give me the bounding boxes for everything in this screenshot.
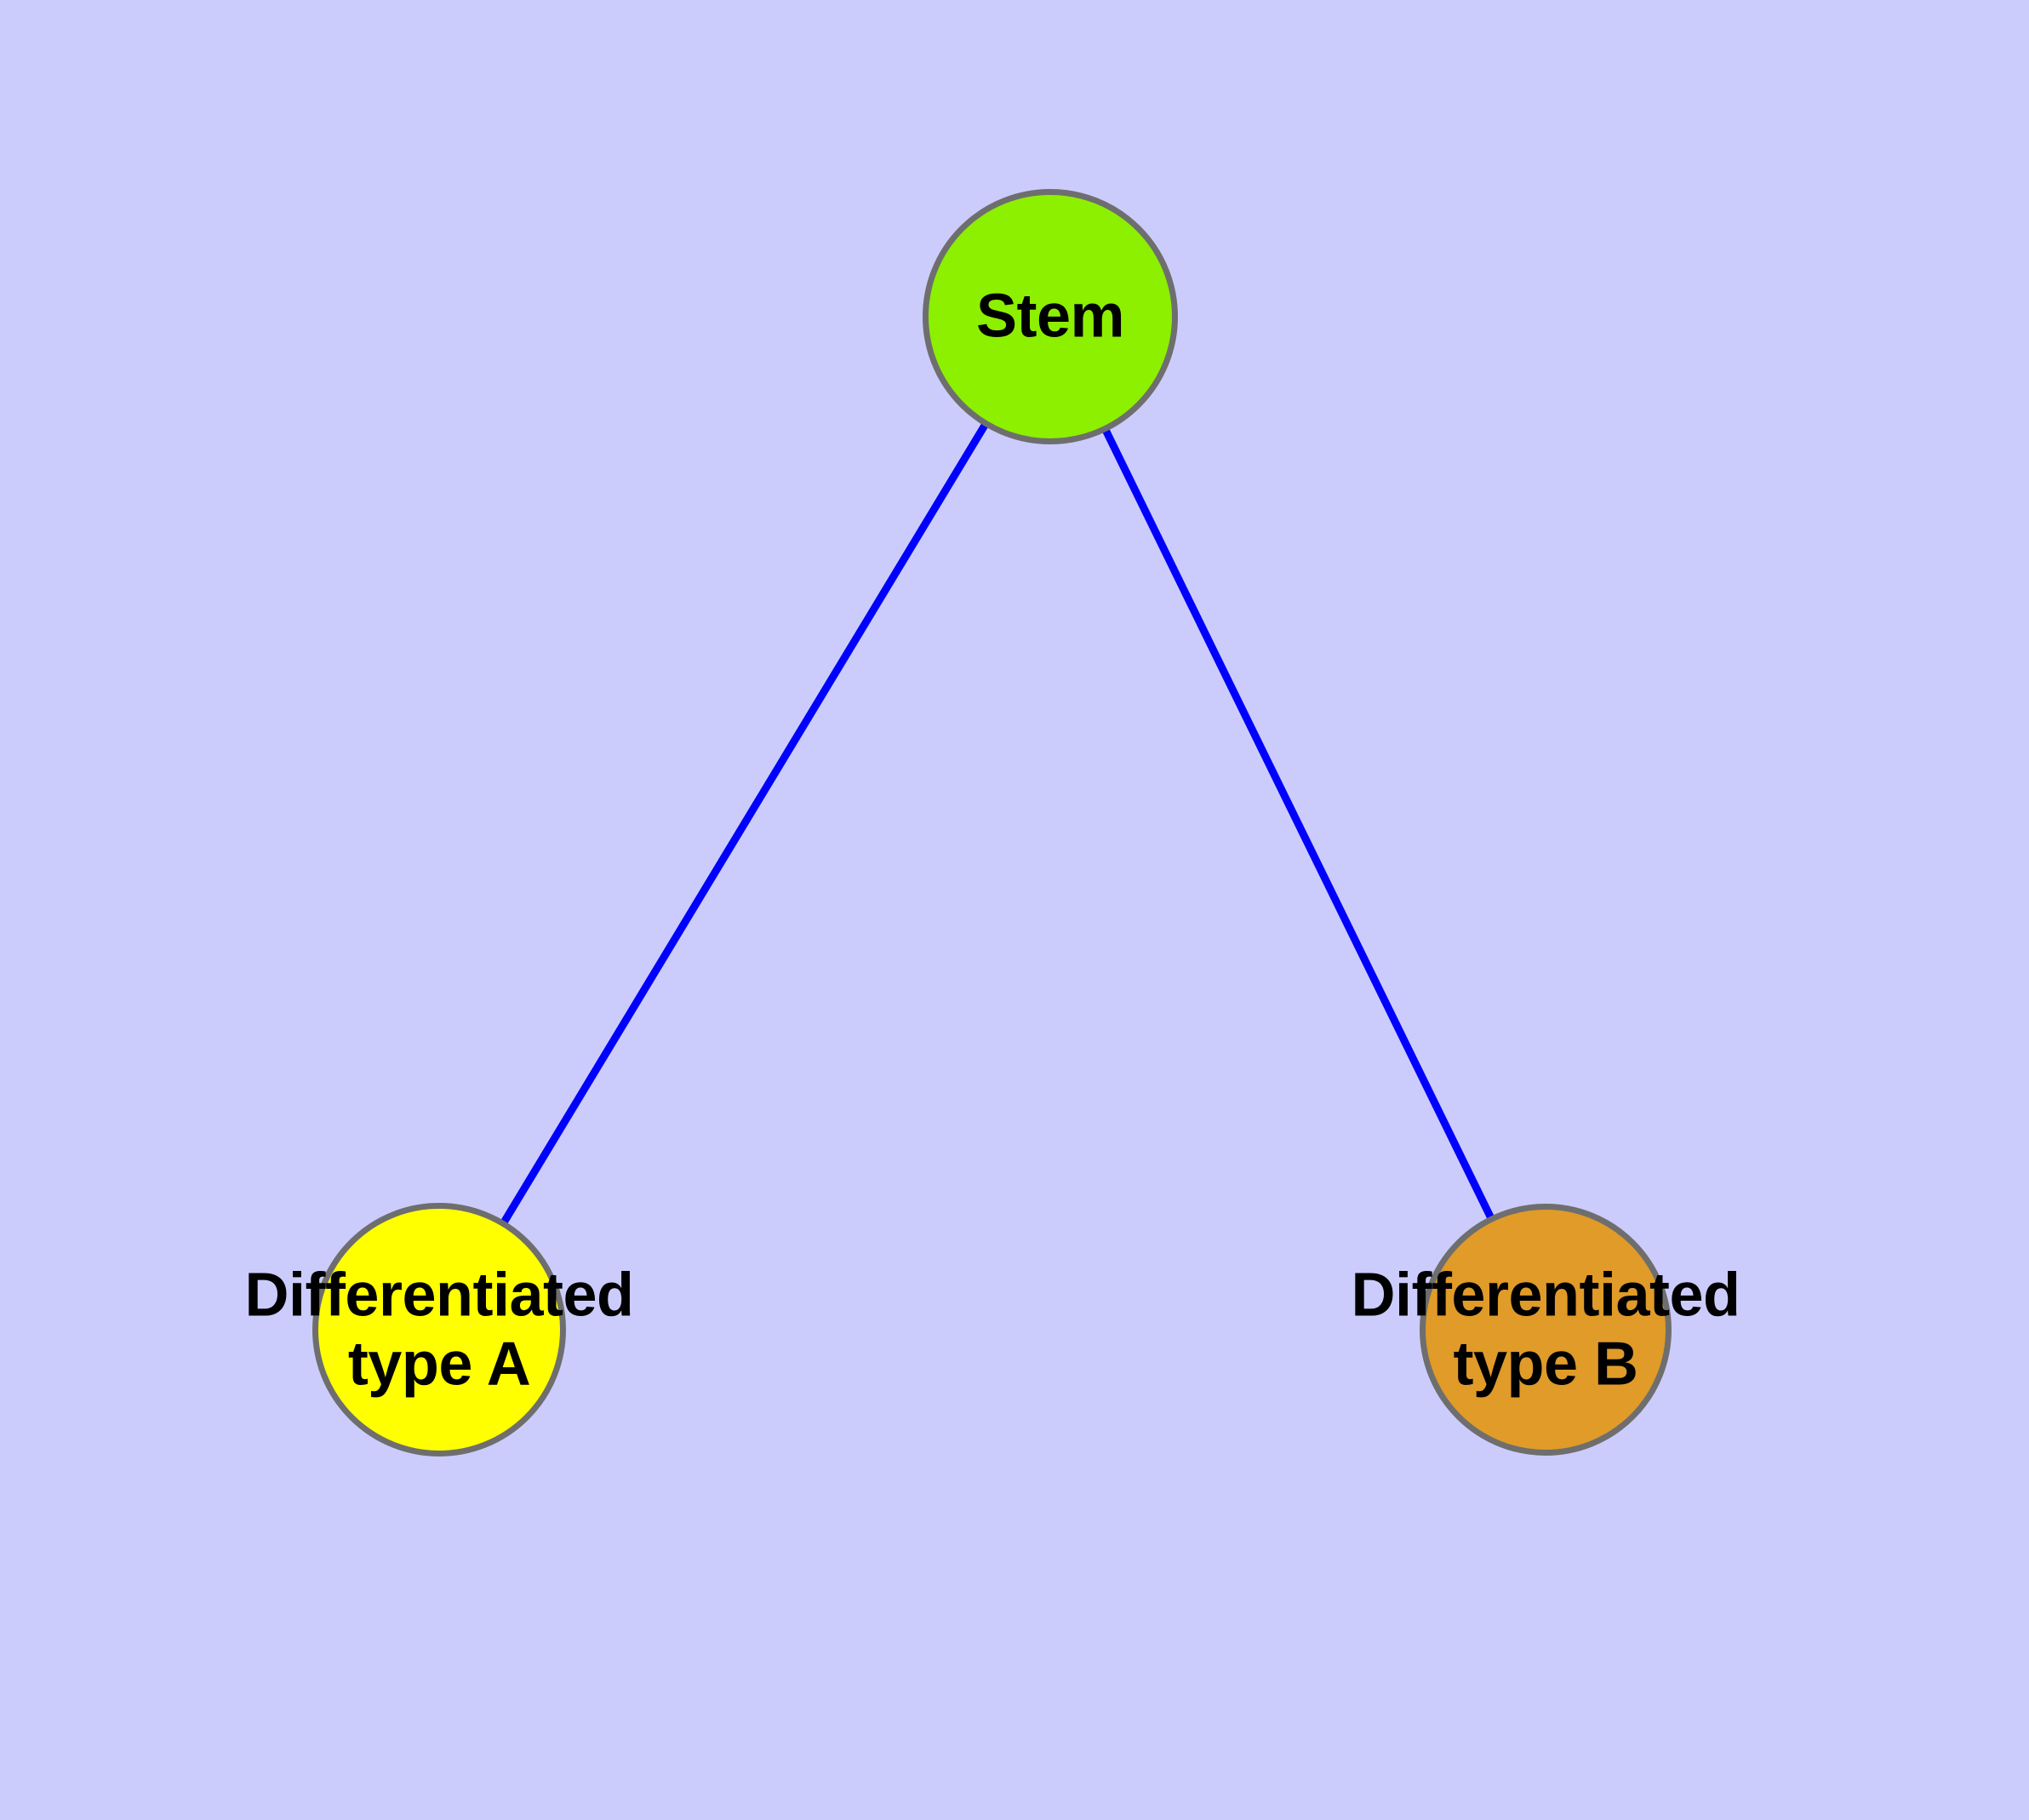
node-stem[interactable]: [923, 189, 1178, 444]
node-diff-b[interactable]: [1420, 1204, 1672, 1456]
edge-stem-to-diff-b[interactable]: [1100, 425, 1496, 1223]
nodes-layer: [312, 189, 1672, 1457]
node-diff-a[interactable]: [312, 1203, 566, 1457]
edge-stem-to-diff-a[interactable]: [499, 419, 991, 1228]
edges-layer: [499, 419, 1496, 1228]
